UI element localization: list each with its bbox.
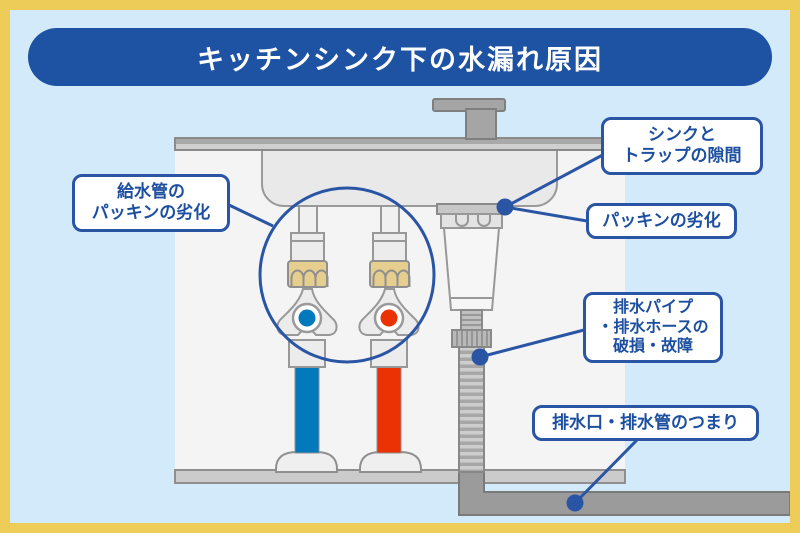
label-line: パッキンの劣化 <box>602 210 721 230</box>
page-title: キッチンシンク下の水漏れ原因 <box>197 44 603 75</box>
corrugated-drain-hose <box>458 346 485 473</box>
label-line: 破損・故障 <box>612 338 693 356</box>
label-line: ・排水ホースの <box>597 318 709 336</box>
supply-base-hot <box>359 451 422 473</box>
title-banner: キッチンシンク下の水漏れ原因 <box>28 28 772 86</box>
hot-supply-pipe <box>376 366 402 454</box>
label-line: 排水口・排水管のつまり <box>552 412 739 432</box>
trap-lock-tabs <box>455 215 491 227</box>
countertop-shade <box>176 139 619 144</box>
cold-valve-assembly <box>276 205 338 368</box>
cold-supply-pipe <box>294 366 320 454</box>
hose-coupling-knurls <box>456 331 488 346</box>
cold-packing-nut <box>287 260 328 288</box>
callout-line-drain-clog <box>573 438 639 505</box>
trap-lock-ring <box>440 213 503 229</box>
callout-line-sink-trap-gap <box>504 148 613 209</box>
hot-valve-assembly <box>358 205 420 368</box>
highlight-circle <box>258 186 436 364</box>
callout-label-supply-packing: 給水管の パッキンの劣化 <box>72 174 230 232</box>
callout-line-drain-pipe-damage <box>479 328 585 359</box>
trap-cup <box>442 227 501 311</box>
cold-valve-top-pipe <box>298 205 318 234</box>
callout-dot-hose <box>471 348 489 366</box>
cold-packing-nut-arches <box>290 269 329 287</box>
sink-basin <box>261 147 558 207</box>
label-line: トラップの隙間 <box>622 146 742 165</box>
callout-label-drain-clog: 排水口・排水管のつまり <box>532 405 759 441</box>
faucet-body-icon <box>465 108 497 140</box>
label-line: 給水管の <box>117 182 185 202</box>
supply-base-cold <box>275 451 338 473</box>
callout-label-drain-pipe-damage: 排水パイプ ・排水ホースの 破損・故障 <box>583 292 723 363</box>
label-line: シンクと <box>648 125 716 145</box>
label-line: パッキンの劣化 <box>91 203 211 222</box>
label-line: 排水パイプ <box>612 299 693 317</box>
callout-line-supply-packing <box>228 203 274 228</box>
trap-outlet-ribs <box>461 314 482 326</box>
hot-packing-nut-arches <box>372 269 411 287</box>
hot-packing-nut <box>369 260 410 288</box>
callout-line-packing-wear <box>504 205 588 223</box>
callout-label-packing-wear: パッキンの劣化 <box>586 203 737 239</box>
hot-valve-top-pipe <box>380 205 400 234</box>
callout-dot-drain-pipe <box>566 494 584 512</box>
trap-flange <box>436 203 507 215</box>
cold-handle-dot <box>298 309 316 327</box>
hot-handle-dot <box>380 309 398 327</box>
hot-valve-body <box>372 232 407 263</box>
callout-dot-sink-trap <box>496 198 514 216</box>
callout-label-sink-trap-gap: シンクと トラップの隙間 <box>601 117 763 175</box>
cold-valve-body <box>290 232 325 263</box>
